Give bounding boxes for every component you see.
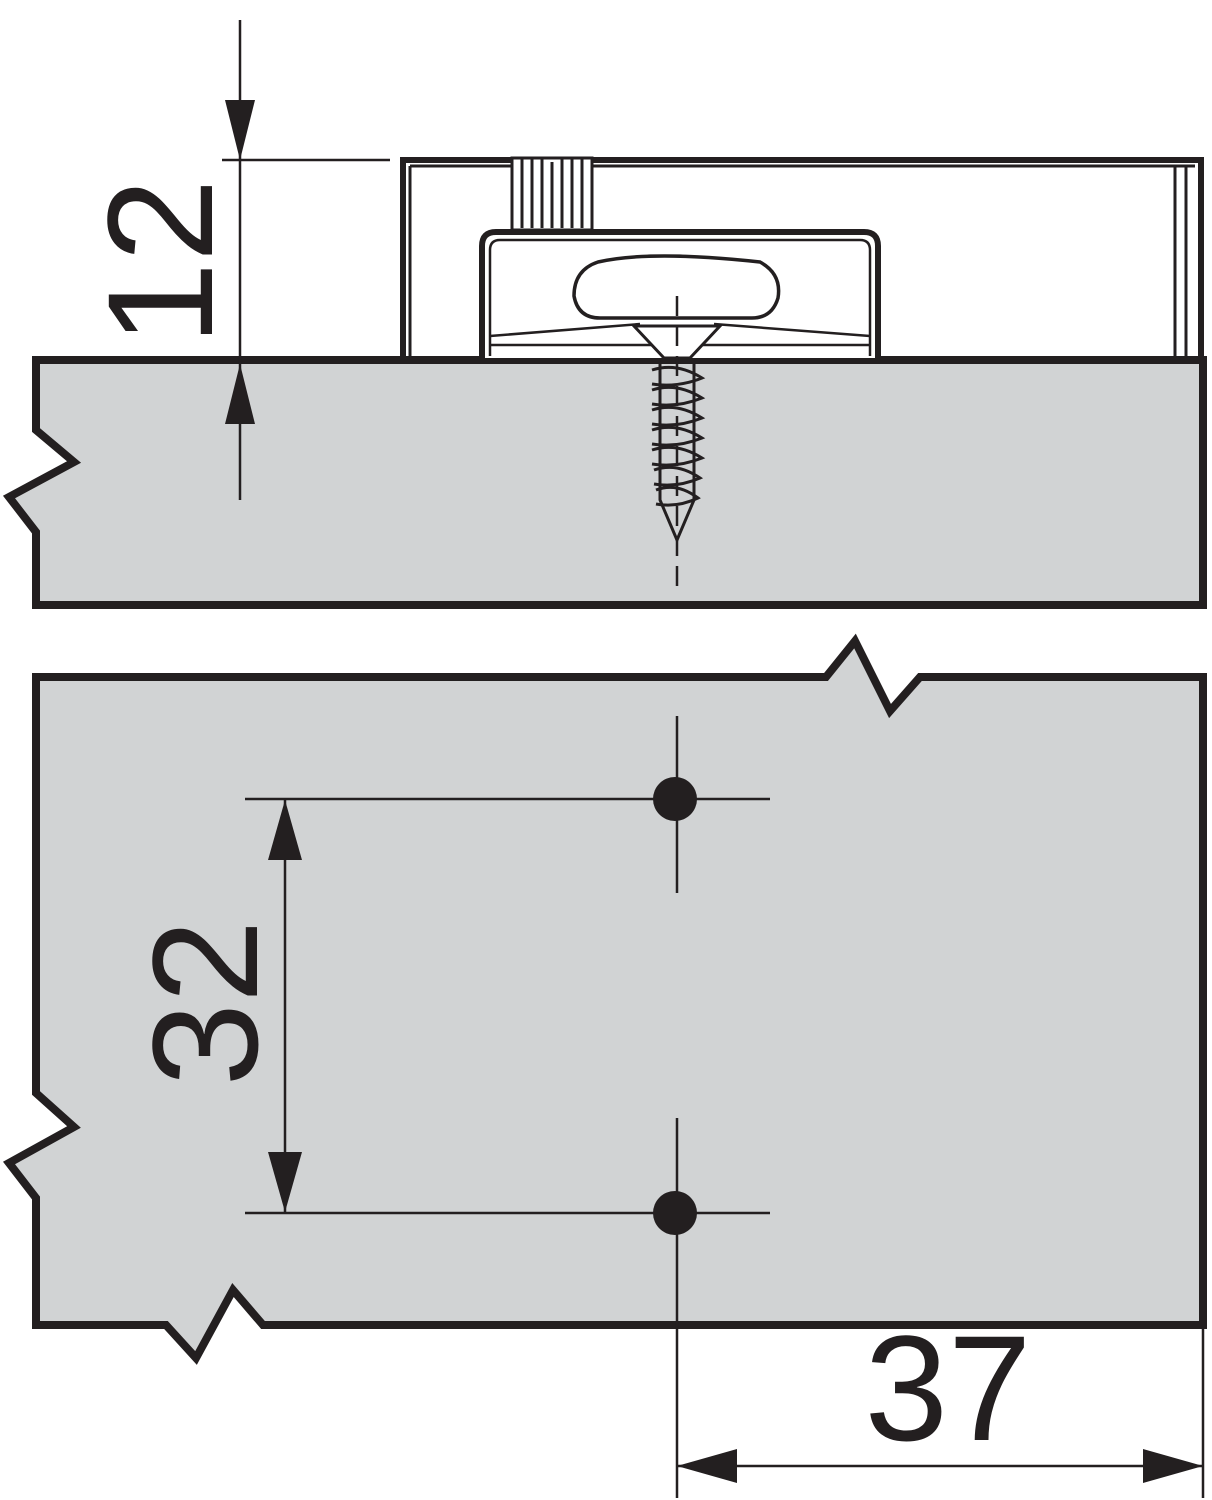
plate-housing [400,157,1204,358]
side-view: 12 [2,20,1207,609]
mounting-plate [400,156,1204,358]
edge-arrow-left [677,1449,737,1483]
height-arrow-up [225,364,255,424]
edge-dimension [675,1325,1205,1498]
plate-base-inner [488,238,872,356]
bottom-drill-hole [653,1191,697,1235]
height-dimension [222,20,390,500]
edge-arrow-right [1143,1449,1203,1483]
height-dimension-label: 12 [76,179,244,346]
screw-head-dome [572,254,781,320]
spacing-dimension-label: 32 [121,920,289,1087]
screw-threads [651,365,706,507]
side-panel [2,356,1207,609]
height-arrow-down [225,100,255,160]
ribbed-clip [510,156,594,232]
spacing-dimension [268,800,302,1212]
front-view: 32 37 [2,633,1207,1498]
top-drill-hole [653,777,697,821]
edge-dimension-label: 37 [865,1304,1032,1472]
plate-base-taper [489,322,871,338]
spacing-arrow-up [268,800,302,860]
spacing-arrow-down [268,1152,302,1212]
front-panel [2,633,1207,1365]
